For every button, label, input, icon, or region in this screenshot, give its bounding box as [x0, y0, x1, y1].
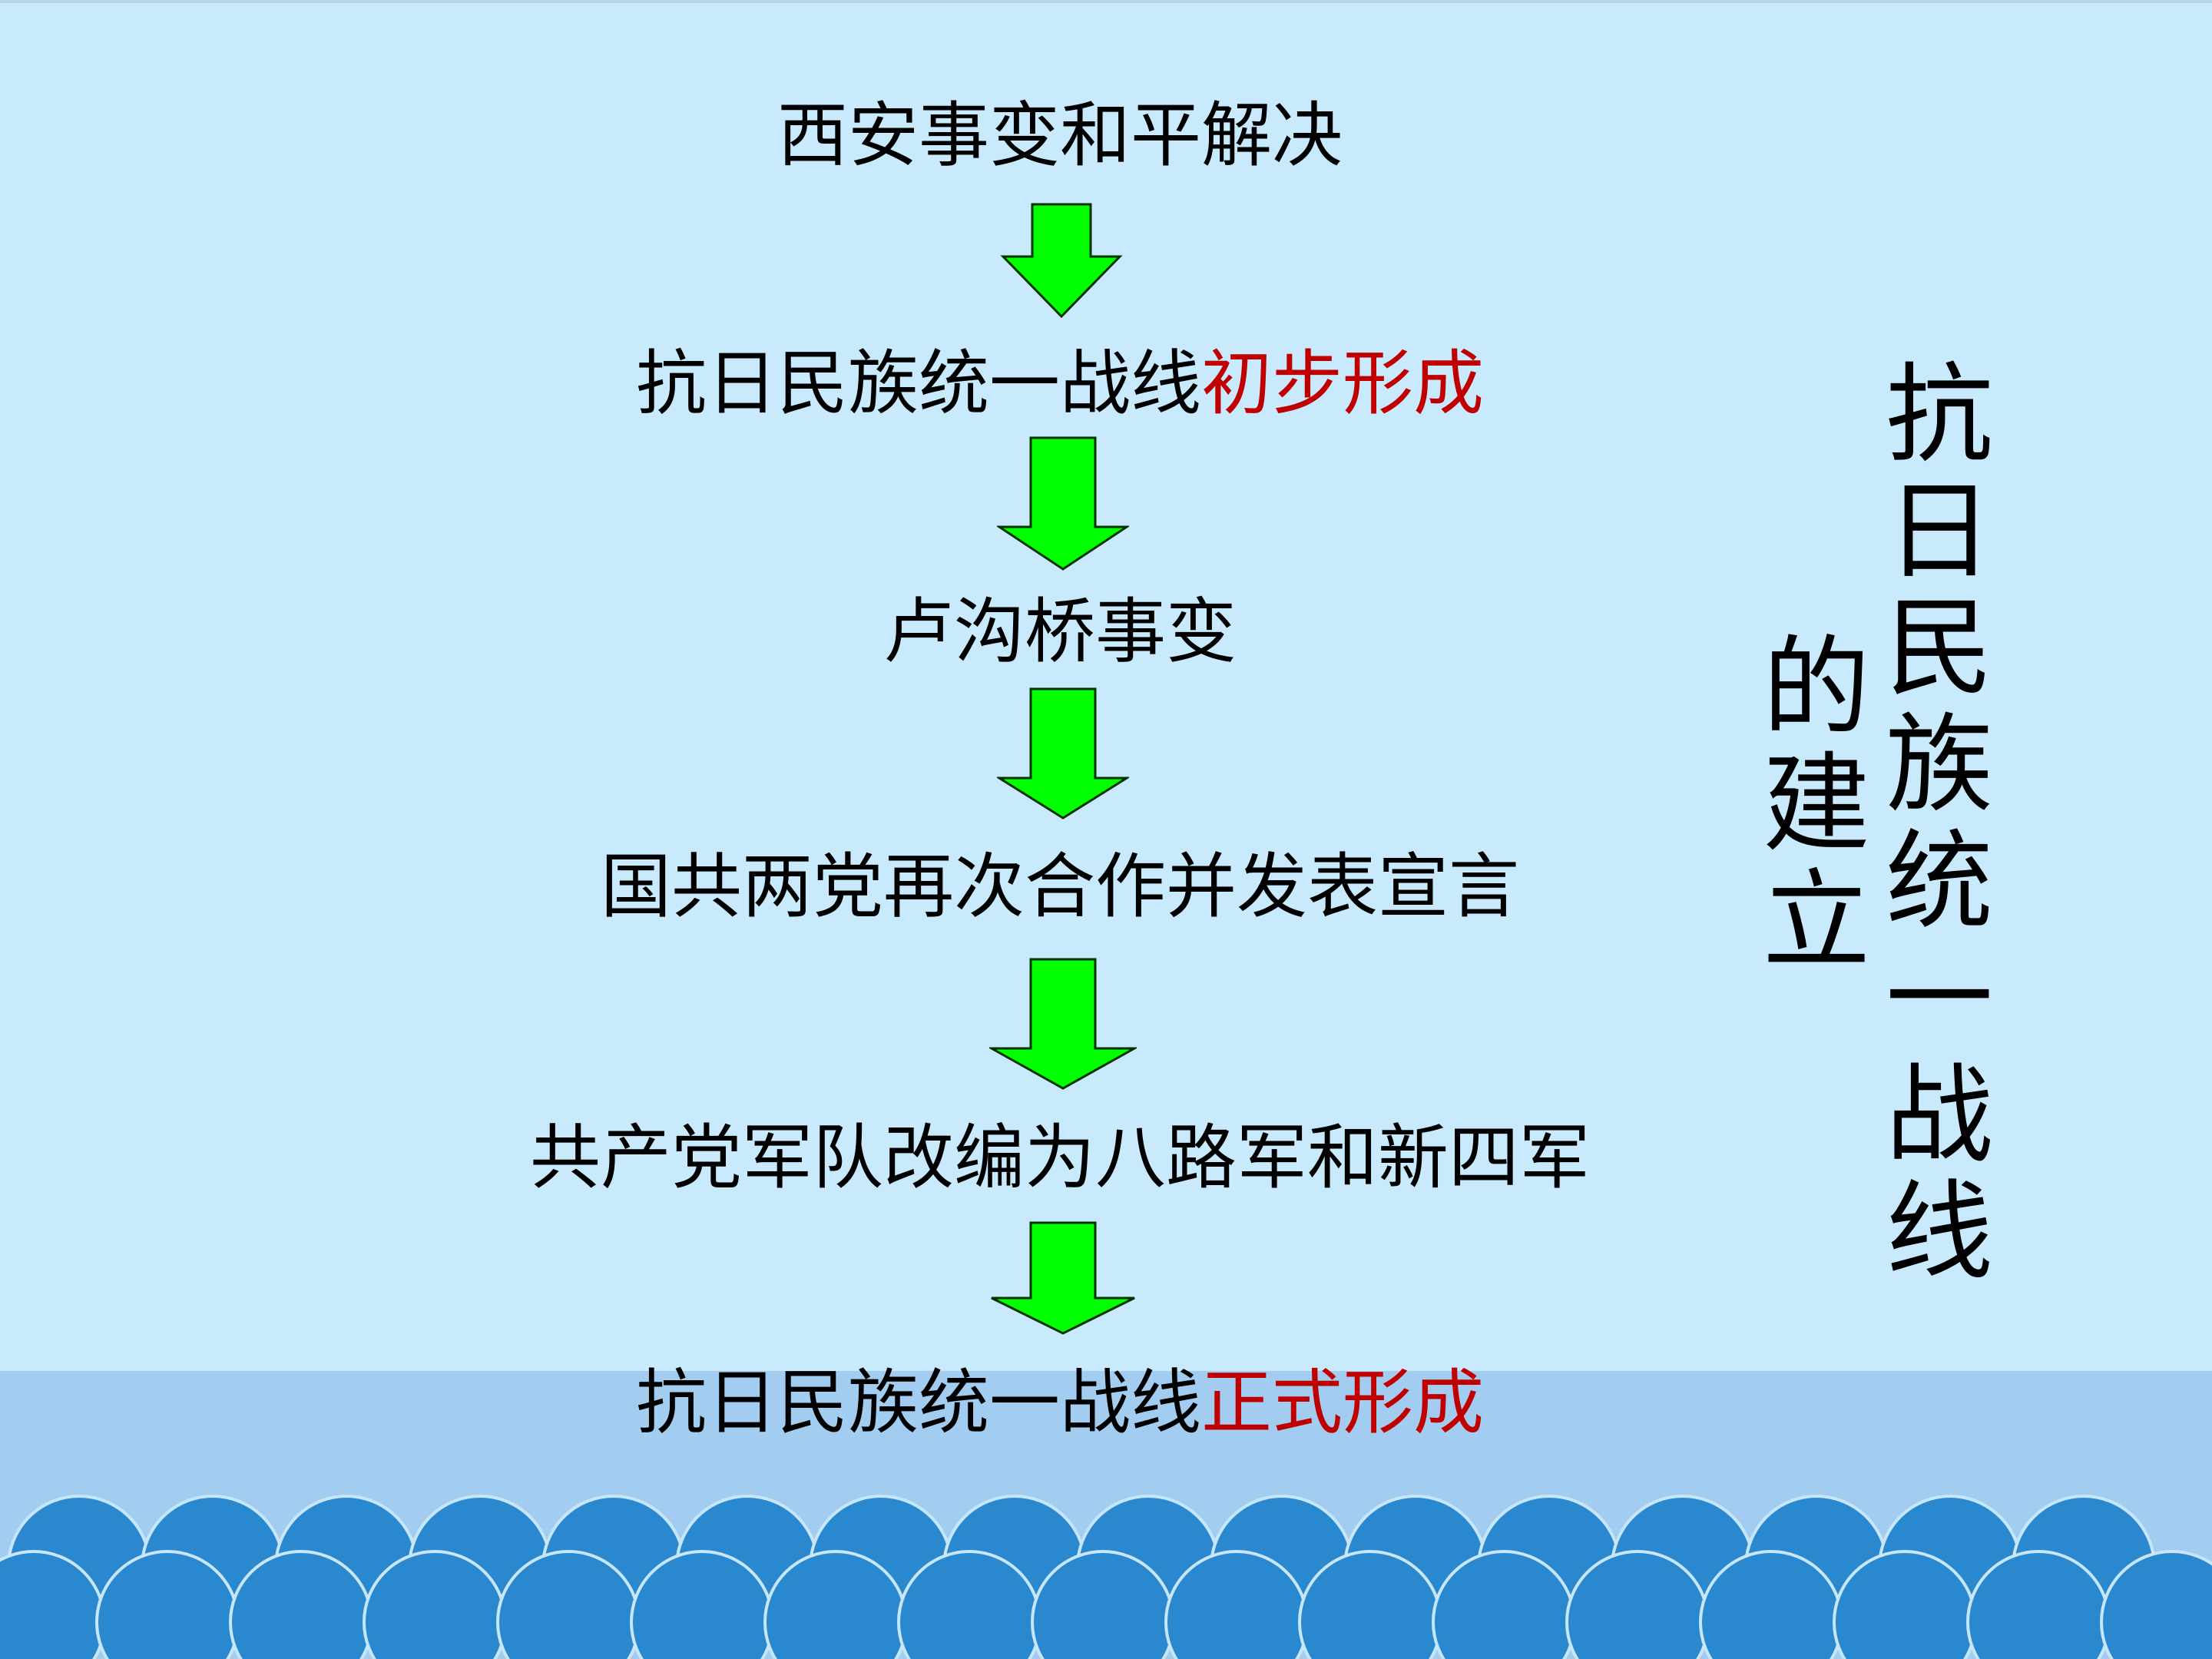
- step-text: 卢沟桥事变: [882, 591, 1237, 673]
- down-arrow-icon: [997, 436, 1129, 571]
- flow-step-united-front-formal: 抗日民族统一战线正式形成: [0, 1361, 2120, 1445]
- flow-step-army-reorganization: 共产党军队改编为八路军和新四军: [0, 1116, 2120, 1200]
- step-text: 抗日民族统一战线: [635, 343, 1201, 425]
- down-arrow-icon: [991, 1221, 1135, 1335]
- wave-scallop: [2100, 1550, 2212, 1659]
- step-text: 国共两党再次合作并发表宣言: [600, 846, 1519, 928]
- step-highlight: 初步形成: [1201, 343, 1485, 425]
- top-rule: [0, 0, 2212, 3]
- wave-decoration: [0, 1495, 2212, 1659]
- slide-title-line-1: 抗日民族统一战线: [1867, 357, 1992, 1291]
- down-arrow-icon: [989, 958, 1137, 1090]
- down-arrow-icon: [997, 687, 1129, 820]
- down-arrow-icon: [1000, 203, 1123, 318]
- flow-step-kmt-cpc-cooperation: 国共两党再次合作并发表宣言: [0, 845, 2120, 929]
- step-text: 抗日民族统一战线: [635, 1362, 1201, 1444]
- flow-step-united-front-initial: 抗日民族统一战线初步形成: [0, 342, 2120, 426]
- flow-step-xian-incident: 西安事变和平解决: [0, 94, 2120, 178]
- step-highlight: 正式形成: [1201, 1362, 1485, 1444]
- step-text: 西安事变和平解决: [777, 94, 1343, 177]
- step-text: 共产党军队改编为八路军和新四军: [529, 1117, 1590, 1199]
- flow-step-lugou-bridge: 卢沟桥事变: [0, 590, 2120, 674]
- slide-title-line-2: 的建立: [1744, 630, 1869, 980]
